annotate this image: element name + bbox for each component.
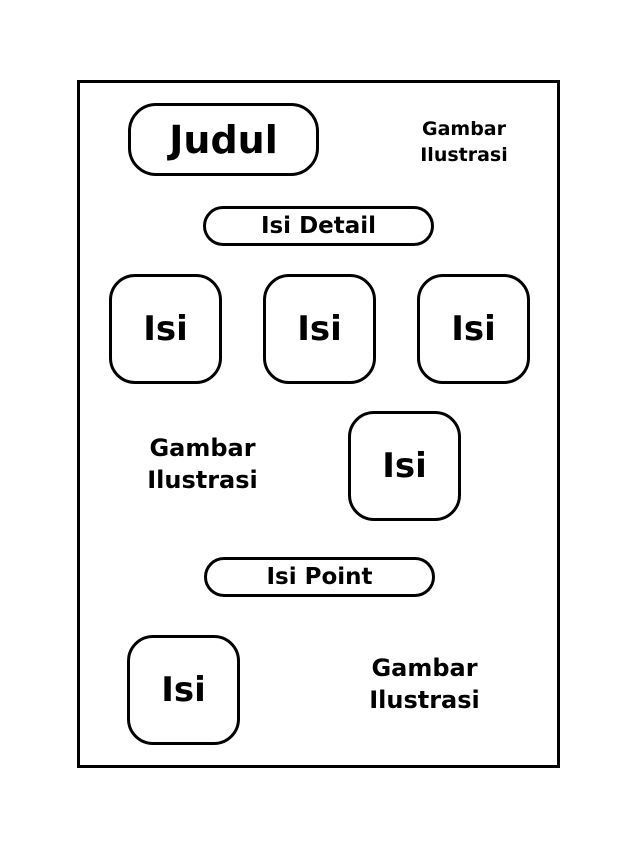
section-pill-point: Isi Point (204, 557, 435, 597)
title-label: Judul (169, 117, 278, 162)
illustration-label-line2: Ilustrasi (420, 143, 508, 166)
illustration-placeholder-middle: Gambar Ilustrasi (130, 432, 275, 497)
section-pill-detail: Isi Detail (203, 206, 434, 246)
section-label-detail: Isi Detail (260, 213, 377, 239)
content-box-2: Isi (263, 274, 376, 384)
section-label-point: Isi Point (266, 564, 373, 590)
content-box-3: Isi (417, 274, 530, 384)
content-box-label: Isi (161, 670, 206, 710)
illustration-label-line2: Ilustrasi (369, 686, 480, 715)
illustration-placeholder-top: Gambar Ilustrasi (405, 117, 523, 168)
content-box-label: Isi (382, 446, 427, 486)
content-box-label: Isi (143, 309, 188, 349)
illustration-label-line2: Ilustrasi (147, 466, 258, 495)
content-box-label: Isi (297, 309, 342, 349)
title-pill: Judul (128, 103, 319, 176)
content-box-1: Isi (109, 274, 222, 384)
content-box-5: Isi (127, 635, 240, 745)
illustration-placeholder-bottom: Gambar Ilustrasi (352, 652, 497, 717)
illustration-label-line1: Gambar (421, 118, 506, 140)
illustration-label-line1: Gambar (149, 434, 256, 462)
content-box-4: Isi (348, 411, 461, 521)
content-box-label: Isi (451, 309, 496, 349)
illustration-label-line1: Gambar (371, 654, 478, 682)
